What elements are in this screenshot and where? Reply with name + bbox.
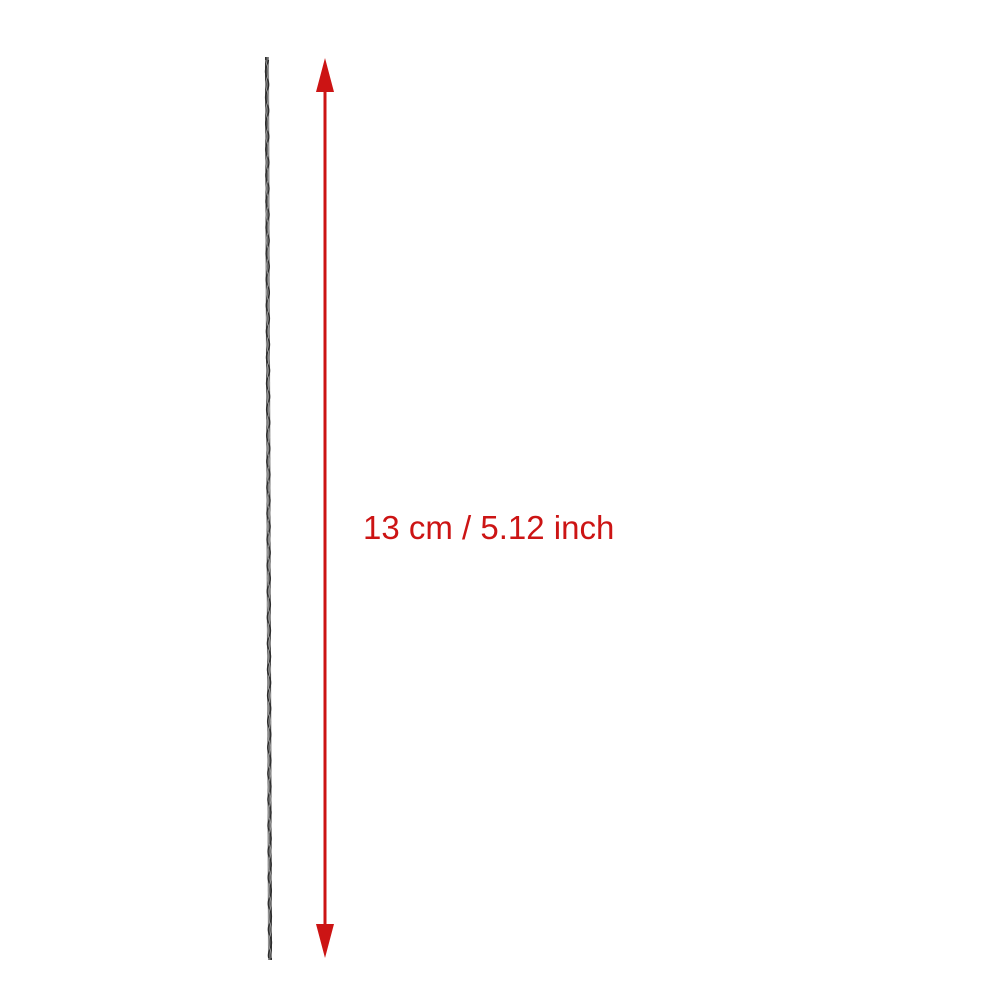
dimension-label: 13 cm / 5.12 inch bbox=[363, 509, 615, 546]
arrow-head-bottom bbox=[316, 924, 334, 958]
dimension-arrow bbox=[316, 58, 334, 958]
saw-blade bbox=[264, 57, 273, 960]
arrow-head-top bbox=[316, 58, 334, 92]
